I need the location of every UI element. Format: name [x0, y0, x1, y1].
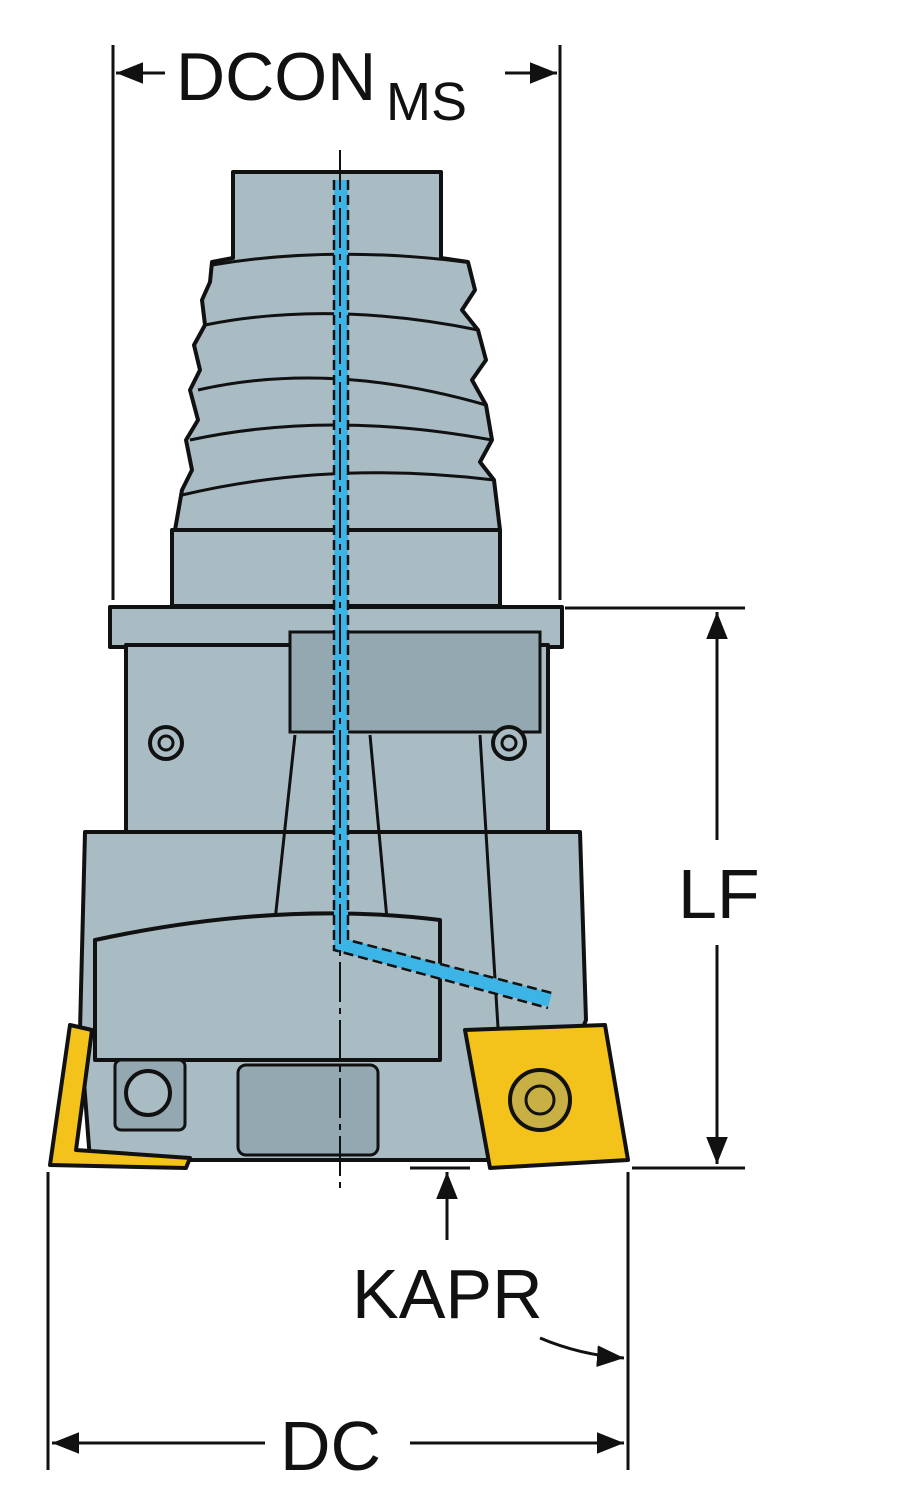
kapr-label: KAPR: [352, 1255, 543, 1333]
insert-right: [463, 1023, 630, 1170]
coolant-channel: [332, 180, 553, 1010]
lf-label: LF: [678, 855, 760, 933]
kapr-dimension: KAPR: [352, 1166, 625, 1367]
lf-dimension: LF: [565, 606, 760, 1170]
cutter-body: [78, 605, 588, 1162]
torx-screw-icon: [508, 1068, 572, 1132]
screw-hole-icon: [148, 725, 184, 761]
dc-label: DC: [280, 1407, 381, 1485]
dcon-subscript: MS: [386, 72, 467, 132]
screw-hole-icon: [491, 725, 527, 761]
dcon-label: DCON: [176, 39, 376, 115]
dc-dimension: DC: [46, 1172, 630, 1485]
dcon-dimension: DCON MS: [111, 39, 562, 600]
insert-left: [48, 1023, 192, 1170]
